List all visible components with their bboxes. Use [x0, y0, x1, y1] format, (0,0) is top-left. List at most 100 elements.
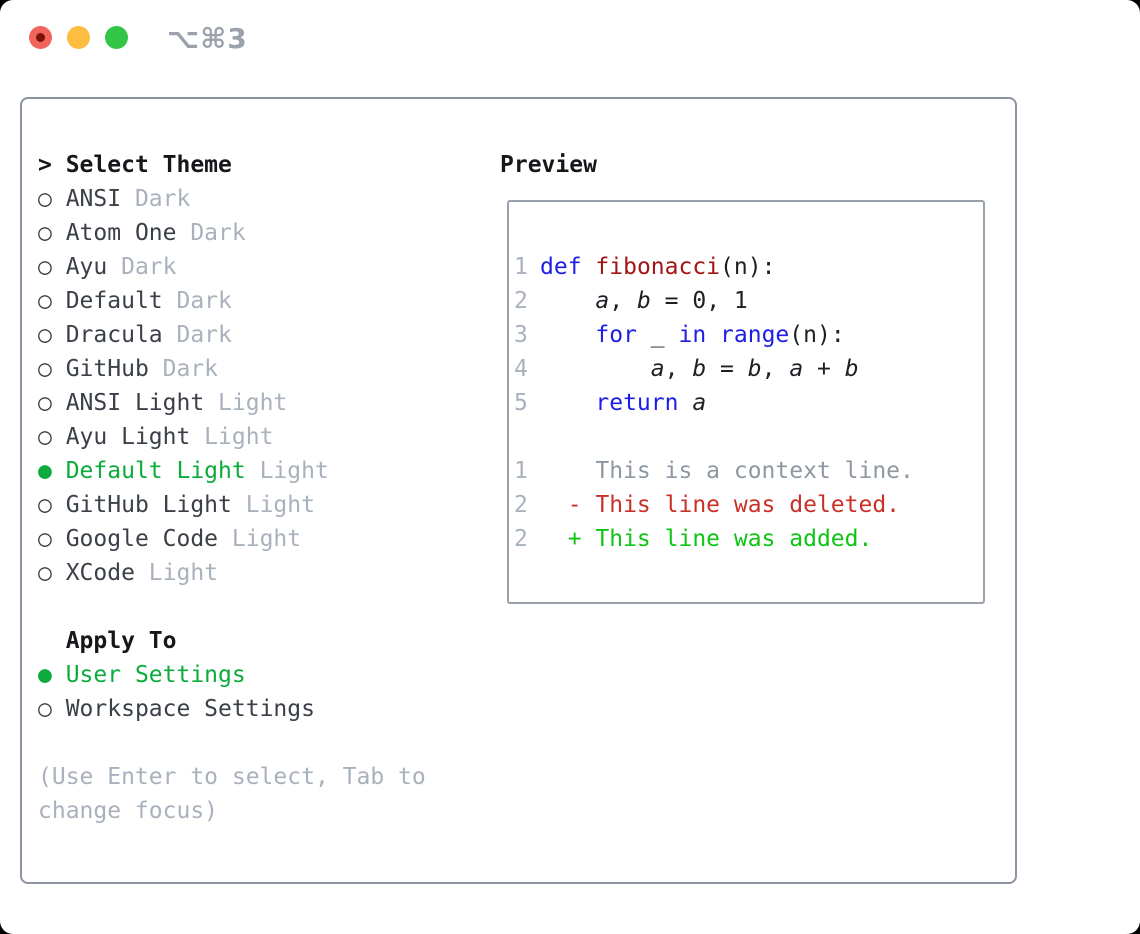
code-token: b: [636, 288, 651, 314]
radio-icon: ○: [38, 356, 66, 382]
code-token: +: [803, 356, 845, 382]
code-token: in: [678, 322, 707, 348]
radio-icon: ○: [38, 220, 66, 246]
preview-line: 3 for _ in range(n):: [514, 318, 983, 352]
theme-list: > Select Theme○ ANSI Dark○ Atom One Dark…: [38, 148, 498, 828]
option-label: Ayu Light: [65, 424, 191, 450]
option-label: Ayu: [65, 254, 108, 280]
code-token: _: [636, 322, 679, 348]
apply-to-header: Apply To: [38, 624, 498, 658]
option-ayu[interactable]: ○ Ayu Dark: [38, 250, 498, 284]
code-token: a: [789, 356, 804, 382]
option-variant-label: Dark: [176, 220, 246, 246]
code-token: range: [720, 322, 790, 348]
prompt-icon: >: [38, 152, 66, 178]
option-variant-label: Dark: [148, 356, 219, 382]
code-token: [540, 356, 651, 382]
option-github-light[interactable]: ○ GitHub Light Light: [38, 488, 498, 522]
line-number: 5: [514, 390, 528, 416]
code-token: ,: [761, 356, 790, 382]
minimize-button[interactable]: [67, 26, 90, 49]
option-ayu-light[interactable]: ○ Ayu Light Light: [38, 420, 498, 454]
option-label: Default Light: [65, 458, 246, 484]
option-variant-label: Dark: [162, 288, 232, 314]
titlebar: ⌥⌘3: [0, 0, 1140, 74]
selected-radio-icon: ●: [38, 458, 66, 484]
line-number: 4: [514, 356, 528, 382]
line-number: 2: [514, 526, 528, 552]
radio-icon: ○: [38, 186, 66, 212]
code-token: This is a context line.: [540, 458, 914, 484]
preview-blank-line: [514, 420, 983, 454]
line-number: 1: [514, 254, 528, 280]
option-variant-label: Light: [204, 390, 288, 416]
code-token: [540, 390, 595, 416]
option-variant-label: Light: [245, 458, 329, 484]
code-token: [540, 288, 595, 314]
option-variant-label: Light: [134, 560, 219, 586]
code-token: for: [595, 322, 637, 348]
preview-line: 1 def fibonacci(n):: [514, 250, 983, 284]
option-dracula[interactable]: ○ Dracula Dark: [38, 318, 498, 352]
close-button[interactable]: [29, 26, 52, 49]
hint-text-line: (Use Enter to select, Tab to: [38, 764, 426, 790]
code-token: def: [540, 254, 582, 280]
code-token: (n):: [720, 254, 776, 280]
code-token: + This line was added.: [540, 526, 873, 552]
option-variant-label: Dark: [162, 322, 232, 348]
preview-line: 2 - This line was deleted.: [514, 488, 983, 522]
zoom-button[interactable]: [105, 26, 128, 49]
theme-list-header-label: Select Theme: [65, 152, 232, 178]
radio-icon: ○: [38, 696, 66, 722]
option-label: GitHub Light: [65, 492, 232, 518]
code-token: b: [747, 356, 762, 382]
apply-to-header-label: Apply To: [38, 628, 177, 654]
preview-line: 4 a, b = b, a + b: [514, 352, 983, 386]
option-label: Atom One: [65, 220, 177, 246]
radio-icon: ○: [38, 526, 66, 552]
code-token: [540, 322, 595, 348]
code-token: a: [650, 356, 665, 382]
code-token: a: [595, 288, 610, 314]
option-ansi-light[interactable]: ○ ANSI Light Light: [38, 386, 498, 420]
theme-selector-dialog: > Select Theme○ ANSI Dark○ Atom One Dark…: [20, 97, 1017, 884]
code-token: ,: [609, 288, 637, 314]
option-github[interactable]: ○ GitHub Dark: [38, 352, 498, 386]
option-label: Workspace Settings: [65, 696, 315, 722]
option-user-settings[interactable]: ● User Settings: [38, 658, 498, 692]
option-label: ANSI: [65, 186, 122, 212]
option-default[interactable]: ○ Default Dark: [38, 284, 498, 318]
option-atom-one[interactable]: ○ Atom One Dark: [38, 216, 498, 250]
option-xcode[interactable]: ○ XCode Light: [38, 556, 498, 590]
option-label: Default: [65, 288, 163, 314]
hint-text: change focus): [38, 794, 498, 828]
preview-line: 2 + This line was added.: [514, 522, 983, 556]
option-ansi[interactable]: ○ ANSI Dark: [38, 182, 498, 216]
code-token: - This line was deleted.: [540, 492, 901, 518]
option-variant-label: Dark: [107, 254, 177, 280]
window-title: ⌥⌘3: [167, 22, 248, 55]
theme-list-header: > Select Theme: [38, 148, 498, 182]
option-label: ANSI Light: [65, 390, 205, 416]
option-workspace-settings[interactable]: ○ Workspace Settings: [38, 692, 498, 726]
option-variant-label: Light: [218, 526, 302, 552]
option-google-code[interactable]: ○ Google Code Light: [38, 522, 498, 556]
code-token: [706, 322, 720, 348]
radio-icon: ○: [38, 322, 66, 348]
code-token: a: [692, 390, 707, 416]
option-default-light[interactable]: ● Default Light Light: [38, 454, 498, 488]
code-token: b: [844, 356, 859, 382]
option-variant-label: Dark: [121, 186, 191, 212]
option-label: Google Code: [65, 526, 219, 552]
option-variant-label: Light: [190, 424, 274, 450]
radio-icon: ○: [38, 254, 66, 280]
spacer-row: [38, 726, 498, 760]
code-token: fibonacci: [595, 254, 721, 280]
code-token: b: [692, 356, 707, 382]
code-token: =: [706, 356, 748, 382]
hint-text: (Use Enter to select, Tab to: [38, 760, 498, 794]
code-token: [582, 254, 596, 280]
line-number: 1: [514, 458, 528, 484]
radio-icon: ○: [38, 288, 66, 314]
